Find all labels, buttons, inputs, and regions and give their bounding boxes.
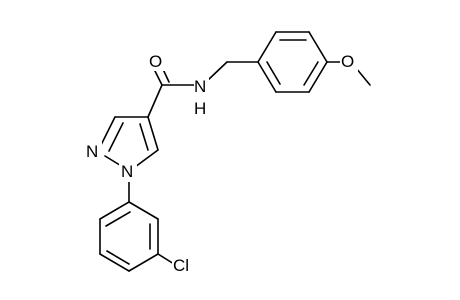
chlorine-label-bg — [172, 255, 202, 277]
pyrazole-n2-label-bg — [84, 140, 102, 162]
amide-nitrogen-label: N — [194, 77, 206, 96]
bond-chlorophenyl-cl — [157, 253, 175, 265]
methoxy-oxygen-label-bg — [340, 51, 358, 73]
atom-label-layer: O N H N N O Cl — [84, 49, 358, 277]
bond-n2-c3 — [99, 116, 116, 148]
bond-benzene-6 — [257, 61, 277, 93]
methoxy-oxygen-label: O — [341, 52, 354, 71]
bond-chlorophenyl-1 — [99, 201, 130, 220]
bond-c5-n1 — [134, 149, 159, 168]
bond-benzene-4-inner — [303, 61, 319, 86]
bond-chlorophenyl-3-inner — [106, 250, 130, 265]
amide-nitrogen-label-bg — [194, 75, 209, 97]
bond-chlorophenyl-1-inner — [105, 211, 131, 227]
bond-c4-c5-double — [139, 123, 149, 151]
bond-c4-c5 — [147, 116, 159, 151]
carbonyl-oxygen-label: O — [149, 52, 162, 71]
bond-chlorophenyl-3 — [99, 253, 130, 272]
bond-c4-carbonyl — [147, 84, 163, 118]
bond-benzene-1 — [257, 31, 277, 63]
carbonyl-oxygen-label-bg — [148, 49, 166, 71]
bond-o-methyl — [355, 67, 371, 86]
bond-benzene-3 — [308, 31, 328, 63]
amide-hydrogen-label: H — [194, 99, 206, 118]
pyrazole-n2-label: N — [86, 142, 98, 161]
bond-n-ch2 — [206, 61, 228, 82]
chlorine-label: Cl — [173, 256, 189, 275]
bond-chlorophenyl-4 — [128, 253, 159, 272]
bond-layer — [99, 31, 371, 272]
bond-benzene-4 — [308, 61, 328, 93]
bond-benzene-6-inner — [266, 61, 281, 85]
pyrazole-n1-label-bg — [119, 160, 137, 182]
bond-carbonyl-o — [154, 70, 163, 86]
bond-chlorophenyl-6 — [128, 201, 159, 220]
pyrazole-n1-label: N — [121, 162, 133, 181]
bond-n2-c3-double — [108, 122, 124, 152]
